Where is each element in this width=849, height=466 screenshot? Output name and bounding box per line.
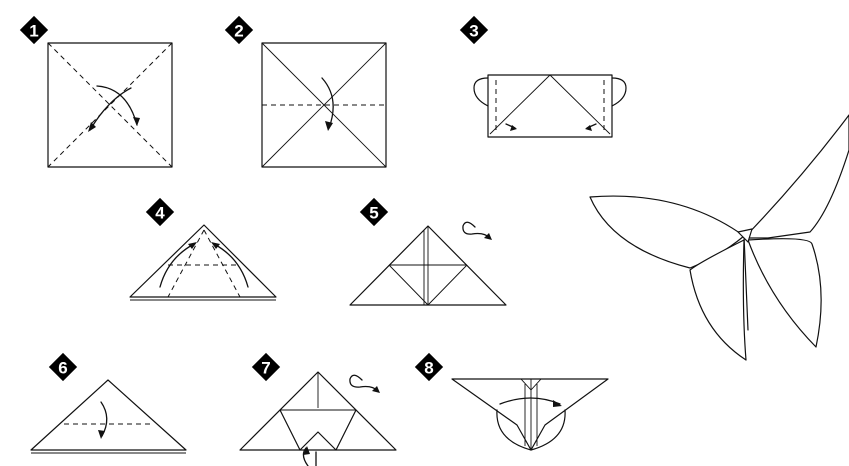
- step-6-badge: 6: [49, 353, 77, 381]
- step-6-number: 6: [58, 359, 67, 378]
- step-3-number: 3: [469, 22, 478, 41]
- rectangle-paper: [488, 75, 612, 137]
- step-1: 1: [20, 16, 172, 167]
- step-5: 5: [350, 198, 506, 305]
- triangle-paper: [130, 225, 276, 297]
- step-4-badge: 4: [146, 198, 174, 226]
- right-flap: [612, 78, 626, 106]
- step-5-badge: 5: [360, 198, 388, 226]
- step-3-badge: 3: [460, 16, 488, 44]
- square-paper: [48, 43, 172, 167]
- left-flap: [474, 78, 488, 106]
- turn-over-icon: [463, 222, 492, 240]
- step-3: 3: [460, 16, 626, 137]
- step-1-badge: 1: [20, 16, 48, 44]
- step-7: 7: [240, 353, 396, 466]
- step-1-number: 1: [29, 22, 38, 41]
- wing-fold: [744, 236, 748, 330]
- step-4-number: 4: [155, 204, 165, 223]
- step-7-badge: 7: [252, 353, 280, 381]
- step-4: 4: [130, 198, 276, 300]
- upper-right-wing: [744, 115, 849, 238]
- turn-over-icon: [350, 375, 380, 393]
- step-8: 8: [415, 353, 608, 450]
- step-2-number: 2: [234, 22, 243, 41]
- triangle-paper: [31, 380, 186, 450]
- step-2-badge: 2: [225, 16, 253, 44]
- folded-butterfly-paper: [452, 379, 608, 450]
- step-2: 2: [225, 16, 386, 167]
- lower-right-wing: [748, 239, 821, 347]
- finished-butterfly: [590, 115, 849, 360]
- step-6: 6: [31, 353, 186, 453]
- step-8-badge: 8: [415, 353, 443, 381]
- step-7-number: 7: [261, 359, 270, 378]
- step-5-number: 5: [369, 204, 378, 223]
- step-8-number: 8: [424, 359, 433, 378]
